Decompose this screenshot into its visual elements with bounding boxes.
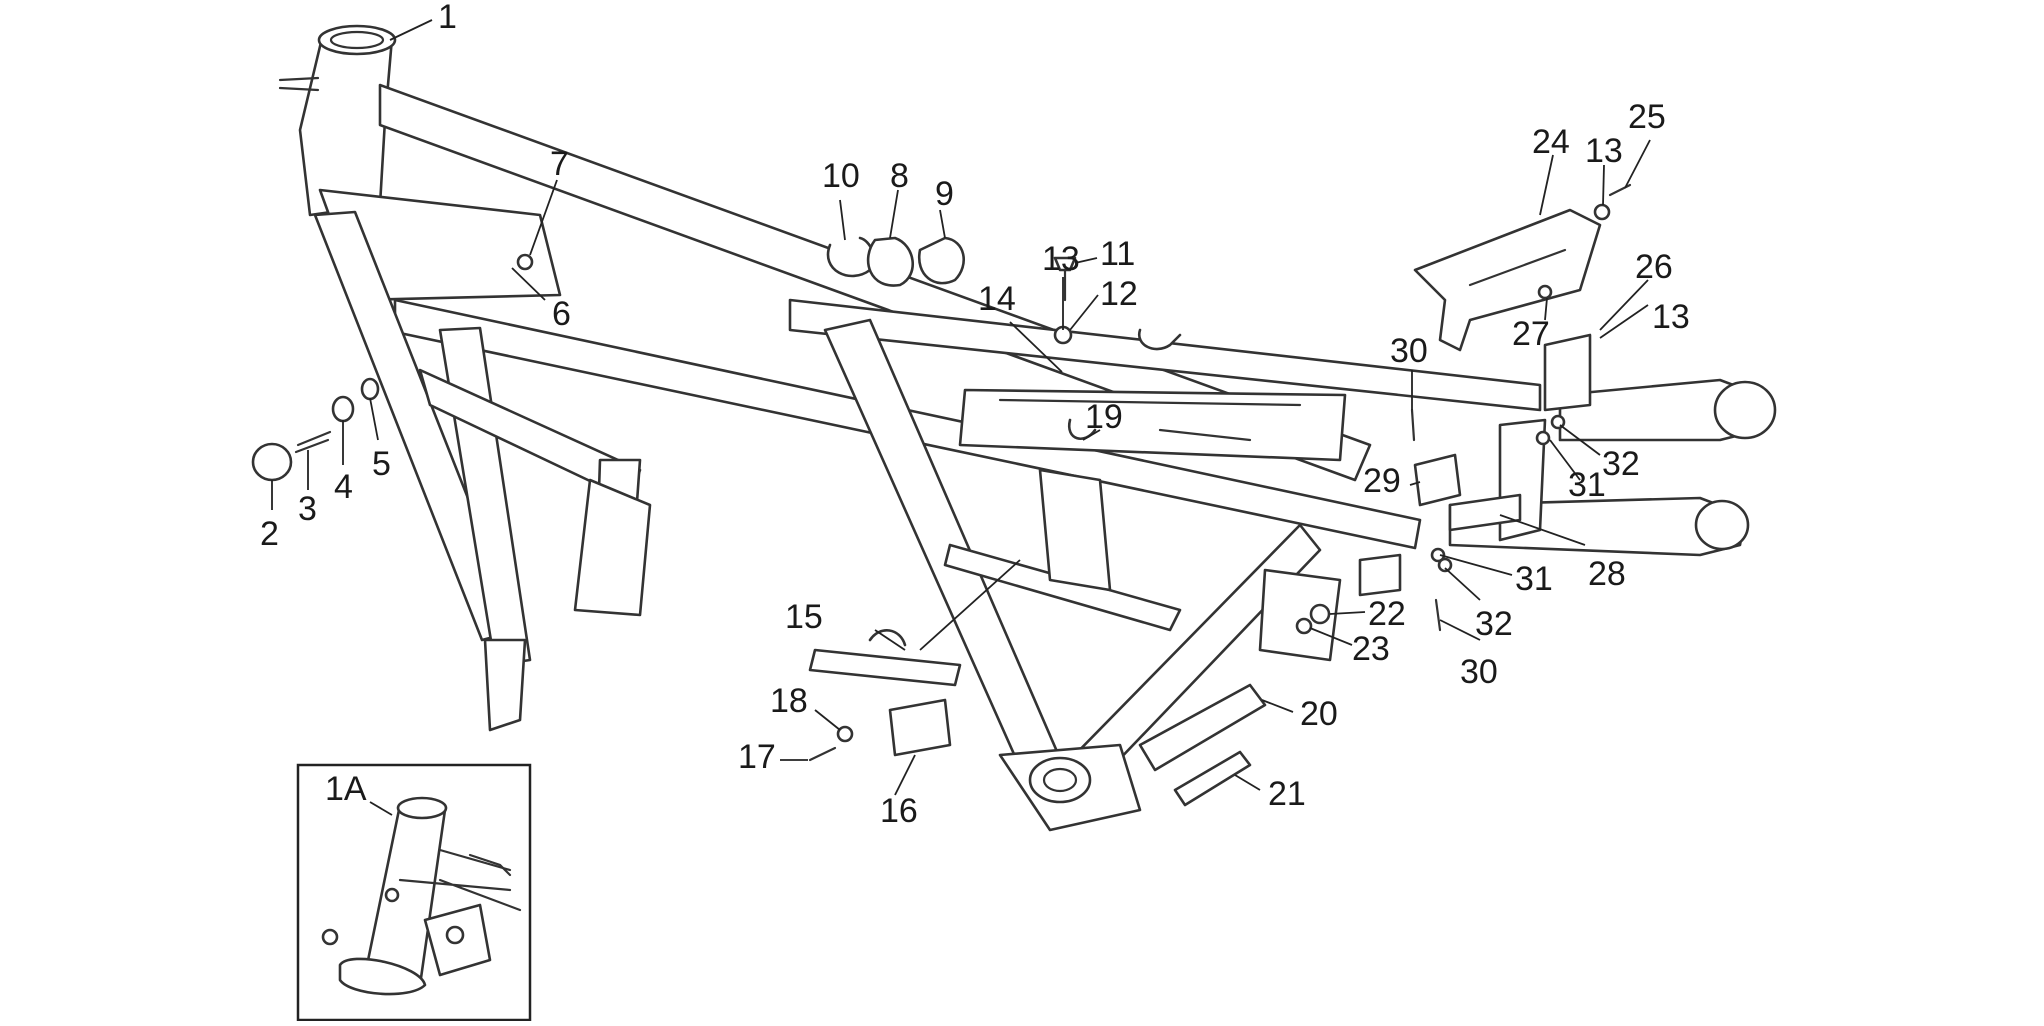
callout-8: 8 <box>890 157 909 195</box>
callout-21: 21 <box>1268 775 1306 813</box>
callout-20: 20 <box>1300 695 1338 733</box>
rubber-bush-2 <box>251 442 293 482</box>
inset-label: 1A <box>325 770 367 808</box>
callout-7: 7 <box>550 145 569 183</box>
nut-22 <box>1309 603 1331 625</box>
callout-14: 14 <box>978 280 1016 318</box>
bracket-28 <box>1448 493 1522 532</box>
callout-24: 24 <box>1532 123 1570 161</box>
spacer-5 <box>360 377 380 401</box>
bolt-17 <box>808 746 837 762</box>
washer-31-bottom <box>1430 547 1446 563</box>
callout-26: 26 <box>1635 248 1673 286</box>
callout-11: 11 <box>1100 235 1135 273</box>
bolt-30-top <box>1410 408 1416 442</box>
callout-30-b: 30 <box>1460 653 1498 691</box>
callout-17: 17 <box>738 738 776 776</box>
ring-9 <box>917 236 965 285</box>
steering-head-tube <box>298 36 394 217</box>
plate-26 <box>1543 333 1592 412</box>
screw-7 <box>516 253 534 271</box>
callout-30-a: 30 <box>1390 332 1428 370</box>
washer-23 <box>1295 617 1313 635</box>
washer-18 <box>836 725 854 743</box>
bolt-11 <box>1053 256 1077 272</box>
callout-23: 23 <box>1352 630 1390 668</box>
inset-1a: 1A <box>296 763 532 1022</box>
callout-9: 9 <box>935 175 954 213</box>
hose-clip-19 <box>1067 418 1097 440</box>
steering-head-top <box>317 24 397 56</box>
callout-25: 25 <box>1628 98 1666 136</box>
callout-6: 6 <box>552 295 571 333</box>
top-rail <box>788 298 1542 412</box>
washer-31-top <box>1535 430 1551 446</box>
frame-assembly <box>278 24 1777 832</box>
callout-13-c: 13 <box>1652 298 1690 336</box>
callout-32-b: 32 <box>1475 605 1513 643</box>
callout-29: 29 <box>1363 462 1401 500</box>
bracket-15 <box>808 648 962 687</box>
callout-13-b: 13 <box>1585 132 1623 170</box>
bracket-24 <box>1413 208 1602 352</box>
callout-18: 18 <box>770 682 808 720</box>
callout-32-a: 32 <box>1602 445 1640 483</box>
leader-lines <box>271 19 1651 796</box>
callout-15: 15 <box>785 598 823 636</box>
part-21 <box>1173 750 1252 807</box>
callout-19: 19 <box>1085 398 1123 436</box>
bolt-30-bottom <box>1434 598 1442 632</box>
part-20 <box>1138 683 1267 772</box>
callout-5: 5 <box>372 445 391 483</box>
callout-13-a: 13 <box>1042 240 1080 278</box>
callout-4: 4 <box>334 468 353 506</box>
callout-31-a: 31 <box>1568 466 1606 504</box>
callout-28: 28 <box>1588 555 1626 593</box>
callout-22: 22 <box>1368 595 1406 633</box>
callout-3: 3 <box>298 490 317 528</box>
electrical-tray <box>958 388 1347 462</box>
screw-25 <box>1608 183 1632 197</box>
callout-1: 1 <box>438 0 457 36</box>
washer-27 <box>1537 284 1553 300</box>
callout-labels: 1 2 3 4 5 6 7 8 9 10 11 12 13 13 13 14 1… <box>260 0 1690 830</box>
loose-parts <box>251 183 1632 807</box>
engine-mount-bracket <box>573 478 652 617</box>
upper-main-tube <box>378 83 1372 482</box>
bracket-16 <box>888 698 952 757</box>
block-29 <box>1413 453 1462 507</box>
callout-31-b: 31 <box>1515 560 1553 598</box>
bolt-3 <box>294 430 332 454</box>
callout-10: 10 <box>822 157 860 195</box>
washer-4 <box>331 395 355 423</box>
callout-2: 2 <box>260 515 279 553</box>
washer-32-bottom <box>1437 557 1453 573</box>
callout-12: 12 <box>1100 275 1138 313</box>
callout-16: 16 <box>880 792 918 830</box>
callout-27: 27 <box>1512 315 1550 353</box>
spring-8 <box>866 236 915 287</box>
